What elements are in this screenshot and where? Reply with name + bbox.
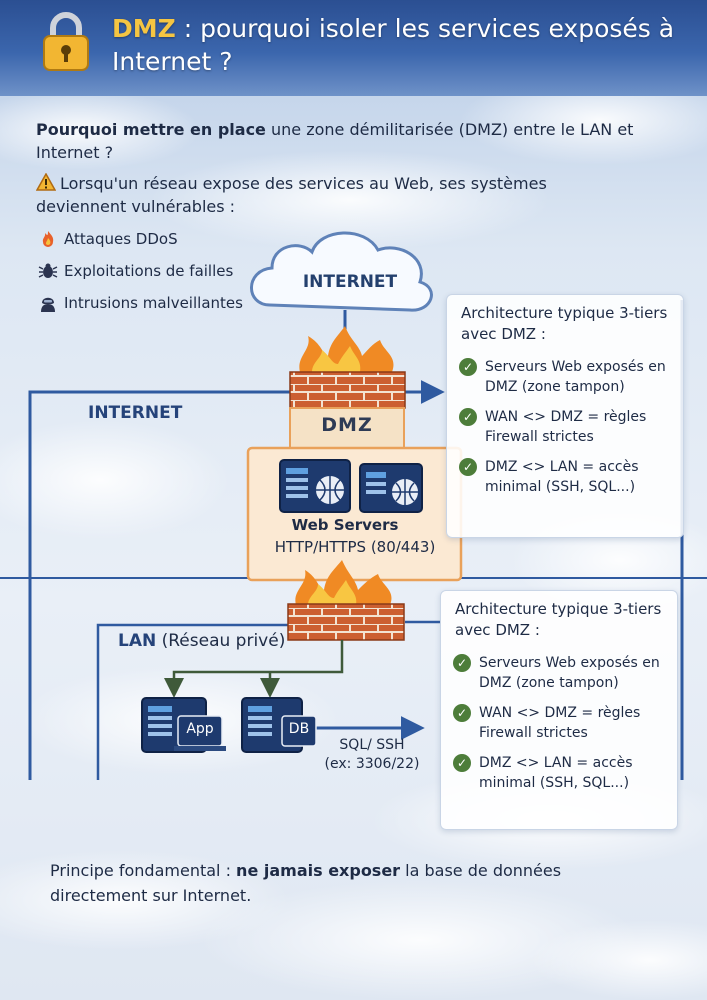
web-server-2 [359,463,423,513]
check-icon: ✓ [453,704,471,722]
lan-label: LAN (Réseau privé) [118,631,286,651]
warning-icon [35,172,57,191]
check-icon: ✓ [453,654,471,672]
panel-item: ✓WAN <> DMZ = règles Firewall strictes [453,703,671,743]
internet-side-label: INTERNET [88,403,183,423]
hacker-icon [41,297,55,312]
cloud-label: INTERNET [302,272,398,292]
dmz-label: DMZ [321,414,373,436]
architecture-panel-bottom: Architecture typique 3-tiers avec DMZ : … [440,590,678,830]
check-icon: ✓ [459,358,477,376]
db-server [241,697,317,753]
panel-item: ✓Serveurs Web exposés en DMZ (zone tampo… [453,653,671,693]
app-server-label: App [186,721,214,737]
dmz-label-box [289,407,405,449]
panel-title: Architecture typique 3-tiers avec DMZ : [461,304,668,343]
check-icon: ✓ [453,754,471,772]
web-server-1 [279,459,351,513]
threat-item-ddos: Attaques DDoS [38,229,178,249]
panel-item: ✓Serveurs Web exposés en DMZ (zone tampo… [459,357,677,397]
db-server-label: DB [288,721,310,737]
lan-boundary-link [96,623,290,780]
header-bar [0,0,707,96]
threat-item-intrusions: Intrusions malveillantes [38,293,243,313]
intro-text: Pourquoi mettre en place une zone démili… [36,120,634,162]
padlock-icon [43,12,89,71]
bottom-firewall [287,560,405,641]
check-icon: ✓ [459,458,477,476]
warning-text: Lorsqu'un réseau expose des services au … [35,172,547,216]
architecture-panel-top: Architecture typique 3-tiers avec DMZ : … [446,294,684,538]
web-servers-protocol: HTTP/HTTPS (80/443) [274,538,436,556]
fire-icon [42,231,54,247]
sql-ssh-label: SQL/ SSH(ex: 3306/22) [324,737,420,772]
internet-link-left [28,390,290,780]
bug-icon [38,263,58,278]
panel-title: Architecture typique 3-tiers avec DMZ : [455,600,662,639]
panel-item: ✓WAN <> DMZ = règles Firewall strictes [459,407,677,447]
web-servers-label: Web Servers [291,516,399,534]
check-icon: ✓ [459,408,477,426]
footer-principle: Principe fondamental : ne jamais exposer… [50,861,562,905]
lan-distribution-arrows [164,640,344,698]
threat-item-exploits: Exploitations de failles [38,261,233,281]
app-server [141,697,226,753]
panel-item: ✓DMZ <> LAN = accès minimal (SSH, SQL...… [453,753,671,793]
page-title: DMZ : pourquoi isoler les services expos… [112,14,675,76]
panel-item: ✓DMZ <> LAN = accès minimal (SSH, SQL...… [459,457,677,497]
top-firewall [289,326,406,409]
internet-cloud [250,231,433,312]
